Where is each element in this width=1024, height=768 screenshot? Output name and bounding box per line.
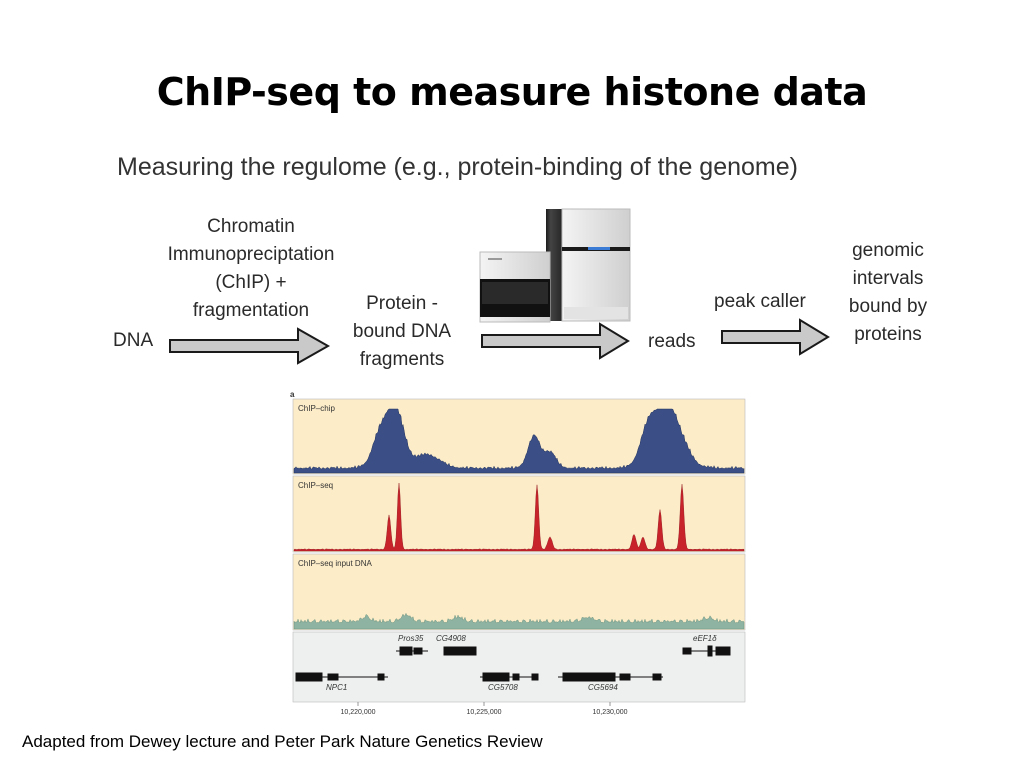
slide-title: ChIP-seq to measure histone data <box>156 70 868 114</box>
panel-letter: a <box>290 390 295 399</box>
peak-caller-label: peak caller <box>714 291 806 312</box>
gene-label-eef1d: eEF1δ <box>693 634 717 643</box>
chip-step-label: Chromatin Immunopreciptation (ChIP) + fr… <box>167 216 335 321</box>
arrow-reads-to-intervals <box>721 318 830 356</box>
gene-label-cg5708: CG5708 <box>488 683 518 692</box>
arrow-dna-to-fragments <box>169 327 331 365</box>
gene-track-bg <box>292 631 746 703</box>
chip-seq-signal <box>293 482 745 552</box>
gene-models-top <box>396 645 731 657</box>
track-label-chip-seq: ChIP–seq <box>298 481 333 490</box>
chip-chip-signal <box>293 408 745 474</box>
dna-label: DNA <box>113 330 154 351</box>
track-label-chip-chip: ChIP–chip <box>298 404 335 413</box>
gene-label-pros35: Pros35 <box>398 634 424 643</box>
footer-citation: Adapted from Dewey lecture and Peter Par… <box>22 732 543 751</box>
slide-subtitle: Measuring the regulome (e.g., protein-bi… <box>117 153 798 181</box>
chipseq-figure: a ChIP–chip ChIP–seq ChIP–seq input DNA … <box>290 390 746 716</box>
track-chip-seq-bg <box>292 475 746 553</box>
gene-label-cg4908: CG4908 <box>436 634 466 643</box>
axis-tick-10225000: 10,225,000 <box>466 709 501 716</box>
sequencer-machine-icon <box>479 208 631 323</box>
arrow-fragments-to-reads <box>481 322 630 360</box>
input-dna-signal <box>293 612 745 630</box>
reads-label: reads <box>648 331 696 352</box>
fragments-label: Protein - bound DNA fragments <box>352 293 452 370</box>
track-label-input-dna: ChIP–seq input DNA <box>298 559 372 568</box>
axis-tick-10230000: 10,230,000 <box>592 709 627 716</box>
axis-tick-10220000: 10,220,000 <box>340 709 375 716</box>
gene-models-bottom <box>295 672 663 682</box>
gene-label-npc1: NPC1 <box>326 683 347 692</box>
coordinate-axis <box>357 702 611 706</box>
gene-label-cg5694: CG5694 <box>588 683 618 692</box>
output-label: genomic intervals bound by proteins <box>848 240 928 345</box>
